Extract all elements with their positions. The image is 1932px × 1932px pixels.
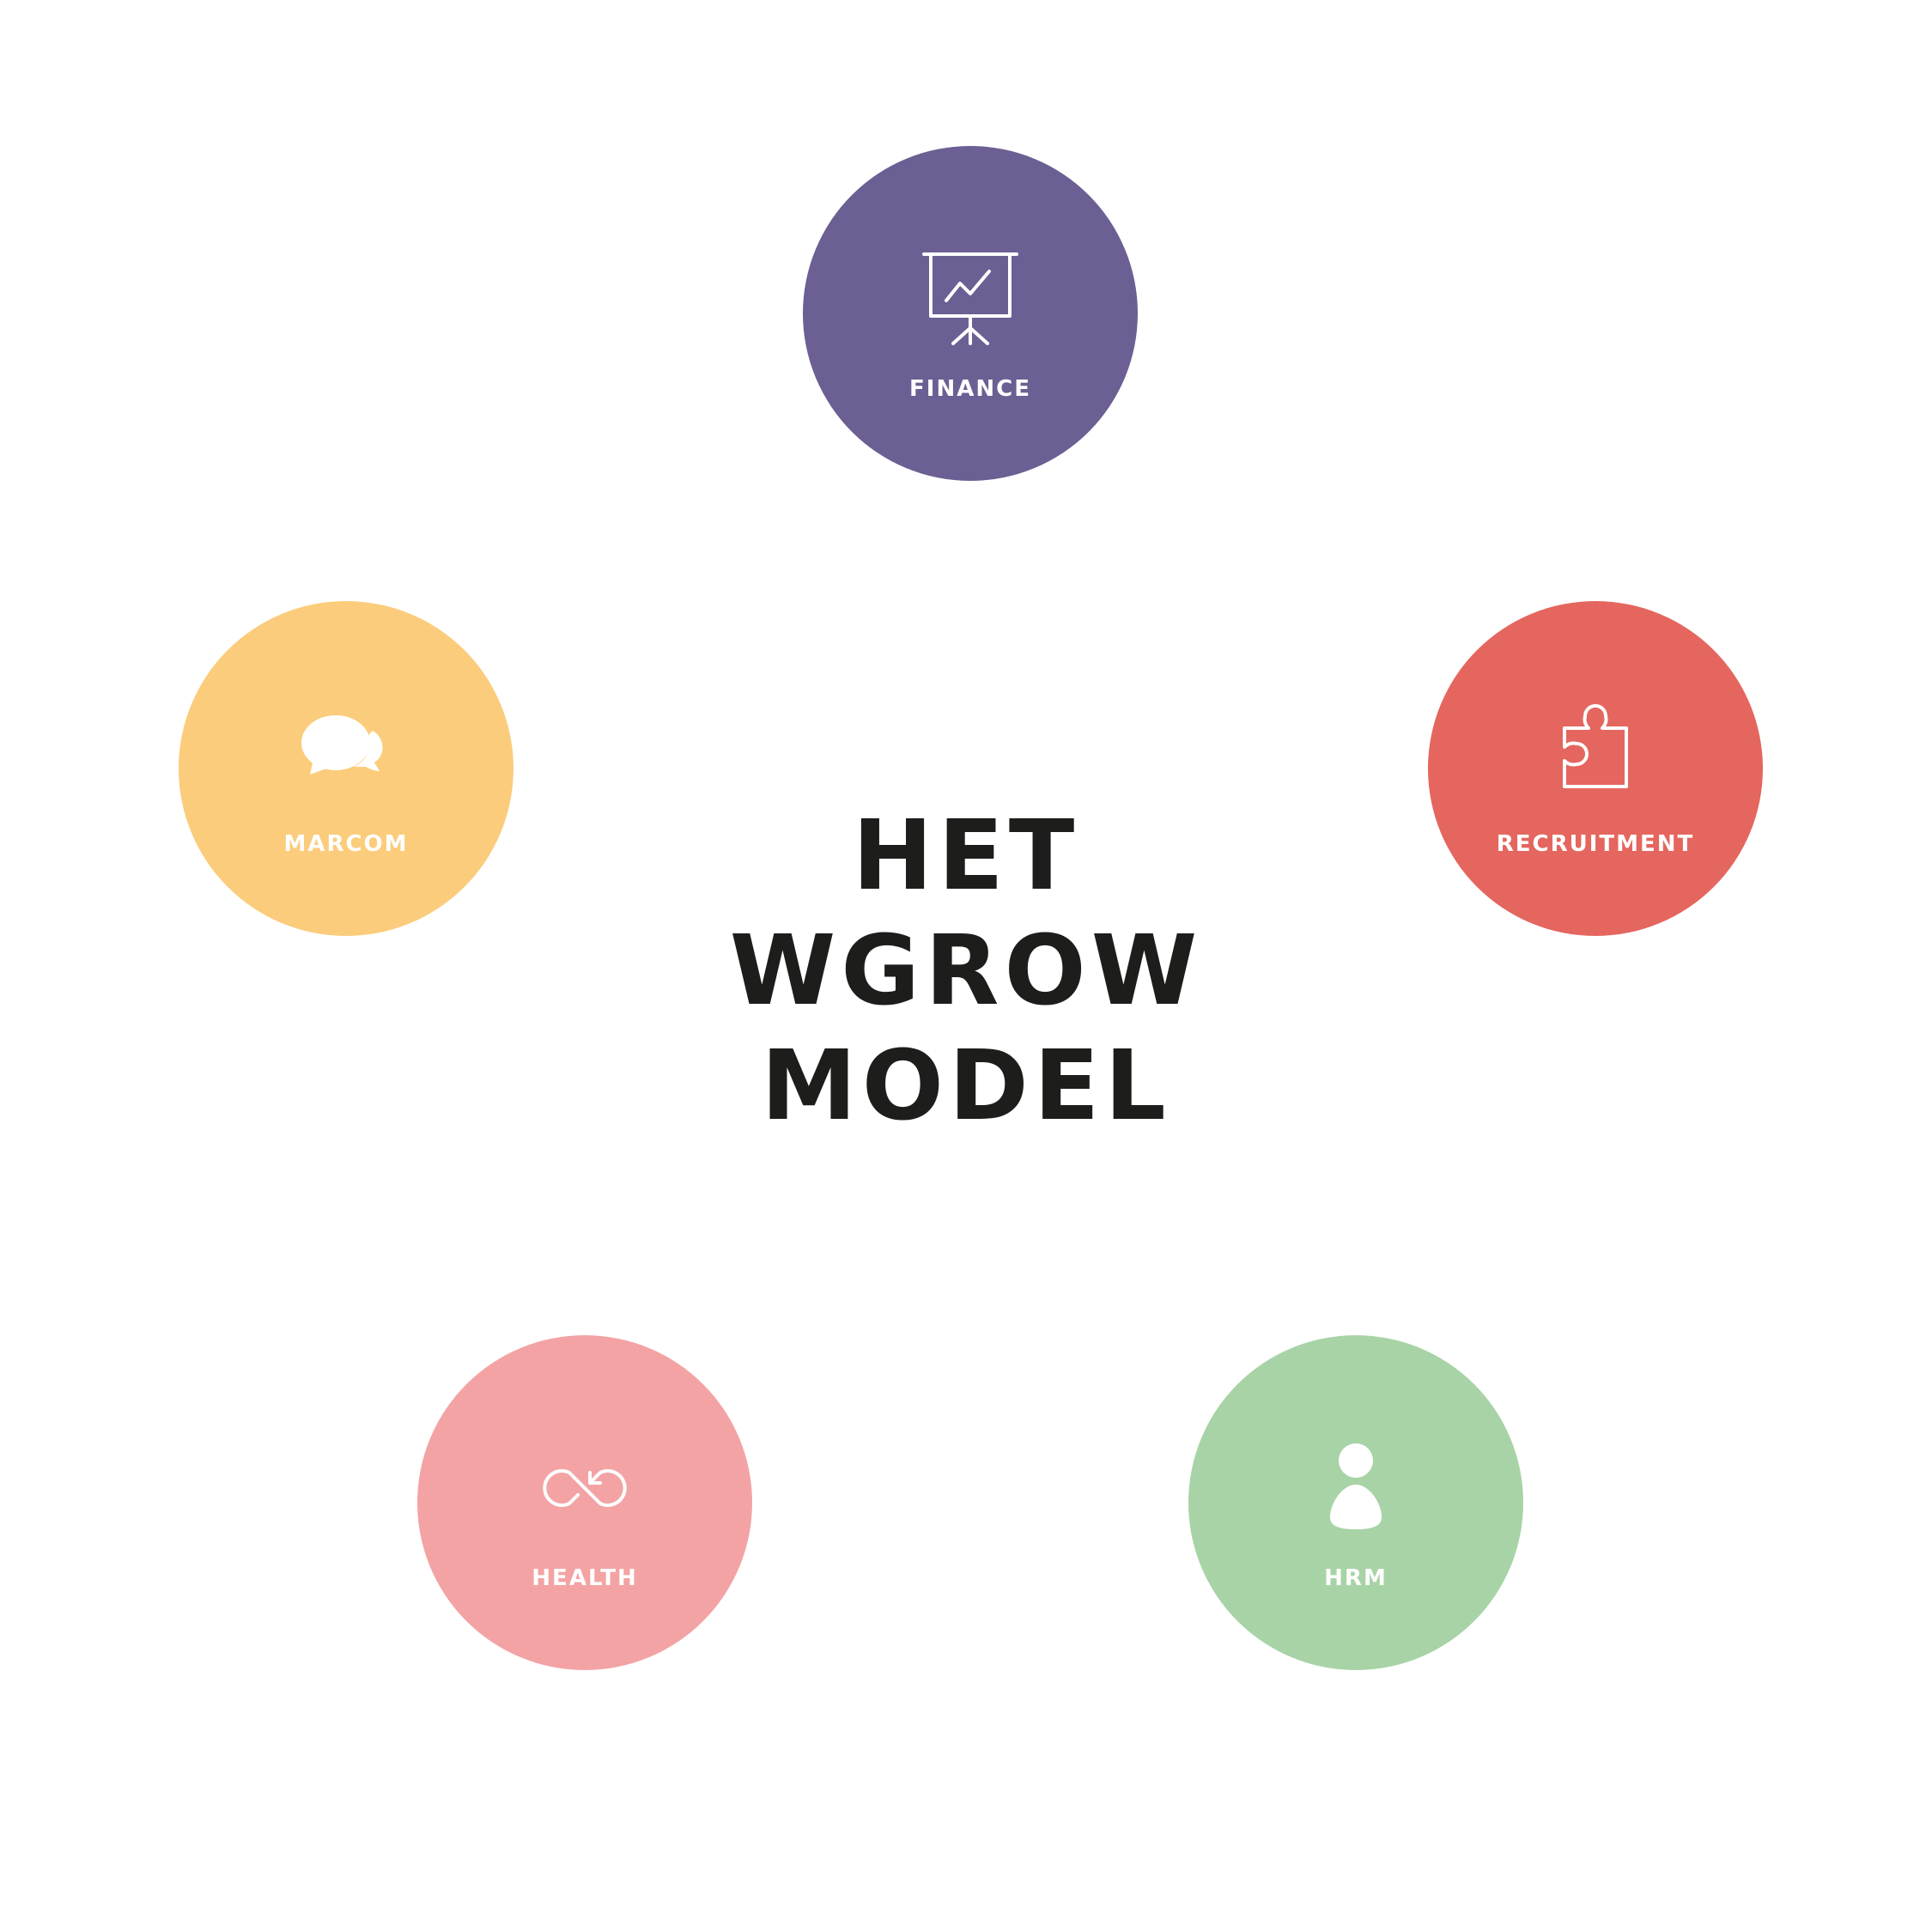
- node-finance: FINANCE: [803, 146, 1138, 481]
- title-line-3: MODEL: [761, 1030, 1171, 1142]
- node-label-finance: FINANCE: [909, 376, 1031, 402]
- node-label-marcom: MARCOM: [283, 831, 409, 857]
- puzzle-piece-icon: [1544, 702, 1647, 805]
- node-recruitment: RECRUITMENT: [1428, 601, 1763, 936]
- node-marcom: MARCOM: [179, 601, 513, 936]
- speech-bubbles-icon: [295, 702, 398, 805]
- person-icon: [1304, 1437, 1407, 1540]
- presentation-chart-icon: [919, 247, 1022, 350]
- node-hrm: HRM: [1188, 1335, 1523, 1670]
- node-label-recruitment: RECRUITMENT: [1496, 831, 1695, 857]
- node-label-hrm: HRM: [1324, 1565, 1388, 1591]
- title-line-2: WGROW: [729, 915, 1203, 1027]
- diagram-title: HET WGROW MODEL: [537, 799, 1395, 1144]
- infinity-loop-icon: [533, 1437, 636, 1540]
- node-health: HEALTH: [417, 1335, 752, 1670]
- title-line-1: HET: [852, 800, 1080, 912]
- node-label-health: HEALTH: [532, 1565, 638, 1591]
